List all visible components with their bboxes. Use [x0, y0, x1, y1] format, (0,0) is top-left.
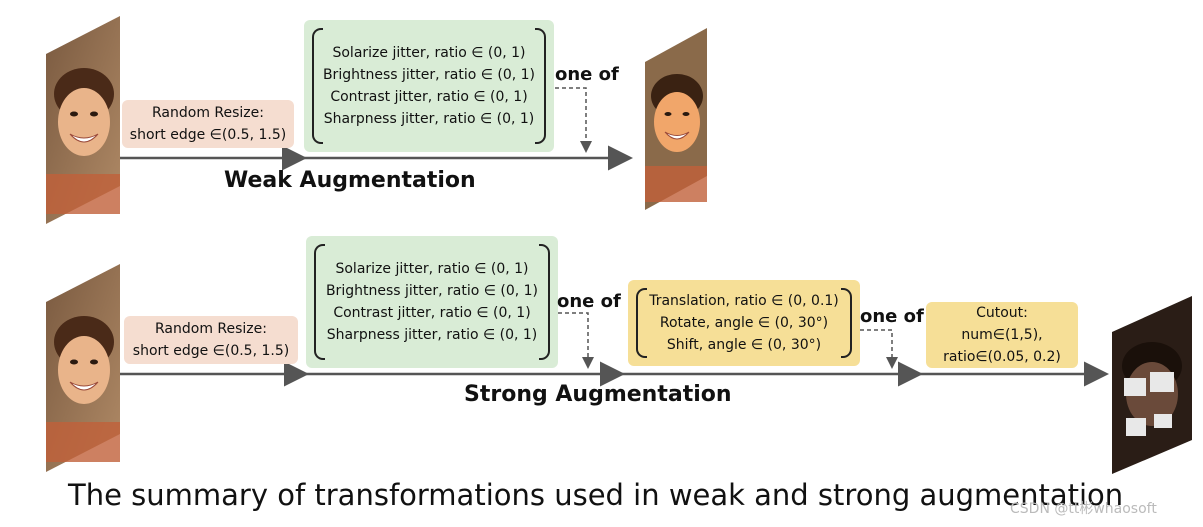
strong-resize-line2: short edge ∈(0.5, 1.5) [132, 343, 290, 359]
output-photo-weak [645, 28, 707, 210]
geo-item: Shift, angle ∈ (0, 30°) [666, 337, 822, 353]
weak-random-resize-box: Random Resize: short edge ∈(0.5, 1.5) [122, 100, 294, 148]
strong-augmentation-title: Strong Augmentation [464, 382, 732, 407]
output-photo-strong [1112, 296, 1192, 474]
weak-color-jitter-box: Solarize jitter, ratio ∈ (0, 1) Brightne… [304, 20, 554, 152]
strong-jitter-item: Sharpness jitter, ratio ∈ (0, 1) [326, 327, 538, 343]
weak-resize-line1: Random Resize: [152, 105, 264, 121]
weak-one-of-label: one of [555, 64, 619, 85]
cutout-line: Cutout: [976, 305, 1028, 321]
input-photo-weak [46, 16, 120, 224]
weak-jitter-item: Solarize jitter, ratio ∈ (0, 1) [332, 45, 526, 61]
strong-random-resize-box: Random Resize: short edge ∈(0.5, 1.5) [124, 316, 298, 364]
cutout-line: num∈(1,5), [961, 327, 1043, 343]
geo-item: Translation, ratio ∈ (0, 0.1) [649, 293, 839, 309]
strong-one-of-label-2: one of [860, 306, 924, 327]
watermark-text: CSDN @tt彬whaosoft [1010, 501, 1157, 517]
input-photo-strong [46, 264, 120, 472]
strong-cutout-box: Cutout: num∈(1,5), ratio∈(0.05, 0.2) [926, 302, 1078, 368]
strong-geometric-box: Translation, ratio ∈ (0, 0.1) Rotate, an… [628, 280, 860, 366]
strong-jitter-item: Contrast jitter, ratio ∈ (0, 1) [333, 305, 531, 321]
strong-jitter-item: Brightness jitter, ratio ∈ (0, 1) [325, 283, 539, 299]
weak-jitter-item: Sharpness jitter, ratio ∈ (0, 1) [323, 111, 535, 127]
strong-color-jitter-box: Solarize jitter, ratio ∈ (0, 1) Brightne… [306, 236, 558, 368]
weak-resize-line2: short edge ∈(0.5, 1.5) [129, 127, 287, 143]
strong-jitter-item: Solarize jitter, ratio ∈ (0, 1) [335, 261, 529, 277]
weak-oneof-connector [555, 87, 592, 153]
geo-item: Rotate, angle ∈ (0, 30°) [659, 315, 829, 331]
cutout-line: ratio∈(0.05, 0.2) [943, 349, 1061, 365]
weak-jitter-item: Brightness jitter, ratio ∈ (0, 1) [322, 67, 536, 83]
strong-resize-line1: Random Resize: [155, 321, 267, 337]
strong-one-of-label-1: one of [557, 291, 621, 312]
figure-caption: The summary of transformations used in w… [68, 478, 1124, 512]
strong-oneof-connector-1 [558, 312, 594, 369]
weak-jitter-item: Contrast jitter, ratio ∈ (0, 1) [330, 89, 528, 105]
weak-augmentation-title: Weak Augmentation [224, 168, 476, 193]
strong-oneof-connector-2 [860, 329, 898, 369]
